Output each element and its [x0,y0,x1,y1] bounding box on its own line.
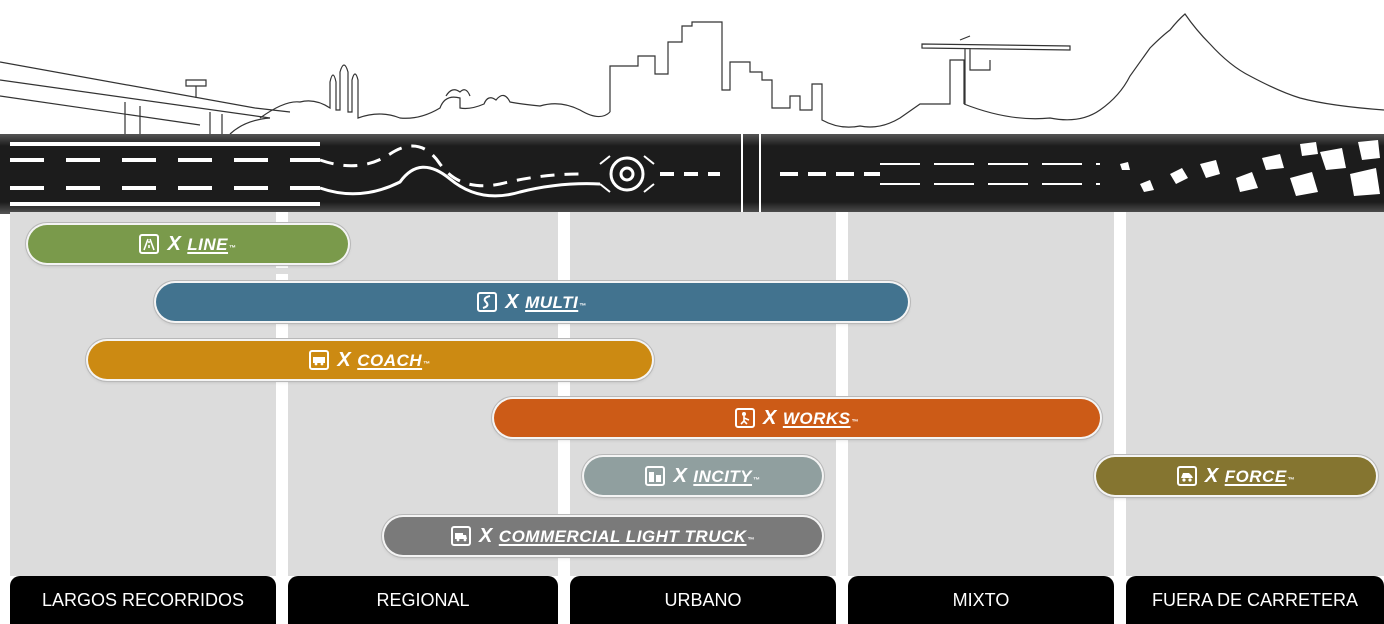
trademark: ™ [579,302,587,310]
segment-label: MIXTO [952,589,1010,610]
segment-tab-regional[interactable]: REGIONAL [288,576,558,624]
product-name: MULTI [525,292,579,312]
product-name: INCITY [693,466,753,486]
city-buildings-icon [645,466,666,486]
brand-prefix: X [478,524,493,547]
road-strip-illustration [0,134,1384,214]
product-name: LINE [187,234,229,254]
column-urbano [570,212,836,576]
coach-bus-icon [309,350,330,370]
segment-label: REGIONAL [376,589,470,610]
product-name: COMMERCIAL LIGHT TRUCK [498,526,747,546]
trademark: ™ [1287,476,1296,484]
trademark: ™ [229,244,237,252]
column-fuera [1126,212,1384,576]
trademark: ™ [747,536,756,544]
trademark: ™ [851,418,859,426]
column-divider [836,212,848,576]
product-name: WORKS [782,408,851,428]
column-largos [10,212,276,576]
segment-label: FUERA DE CARRETERA [1151,589,1359,610]
highway-icon [139,234,160,254]
brand-prefix: X [337,348,352,371]
offroad-truck-icon [1176,466,1197,486]
brand-prefix: X [762,406,777,429]
landscape-skyline-illustration [0,13,1384,135]
brand-prefix: X [505,290,520,313]
construction-worker-icon [734,408,755,428]
column-regional [288,212,558,576]
trademark: ™ [753,476,761,484]
segment-label: LARGOS RECORRIDOS [41,589,245,610]
winding-road-icon [477,292,498,312]
column-divider [276,212,288,576]
column-divider [1114,212,1126,576]
product-name: COACH [357,350,423,370]
segment-tab-fuera-de-carretera[interactable]: FUERA DE CARRETERA [1126,576,1384,624]
segment-tab-largos-recorridos[interactable]: LARGOS RECORRIDOS [10,576,276,624]
brand-prefix: X [167,232,182,255]
product-name: FORCE [1224,466,1287,486]
column-mixto [848,212,1114,576]
light-truck-icon [450,526,471,546]
segment-tab-urbano[interactable]: URBANO [570,576,836,624]
trademark: ™ [423,360,431,368]
segment-tab-mixto[interactable]: MIXTO [848,576,1114,624]
brand-prefix: X [1204,464,1219,487]
segment-label: URBANO [664,589,742,610]
brand-prefix: X [673,464,688,487]
